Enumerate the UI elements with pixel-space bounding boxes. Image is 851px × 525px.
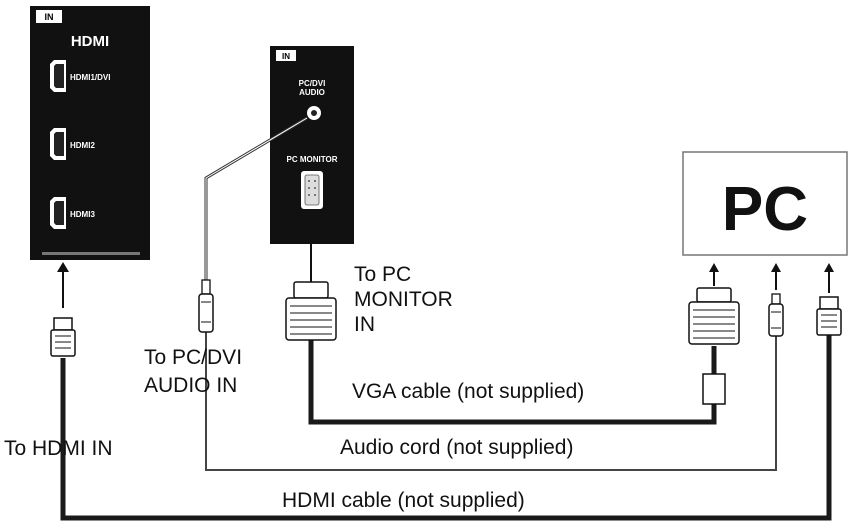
tv-pc-panel: IN PC/DVI AUDIO PC MONITOR — [270, 46, 354, 244]
vga-cable-label: VGA cable (not supplied) — [352, 380, 585, 403]
hdmi-plug-pc — [816, 296, 842, 336]
hdmi1-port-label: HDMI1/DVI — [70, 73, 110, 82]
to-pc-monitor-label-3: IN — [354, 313, 375, 336]
to-pc-monitor-label-2: MONITOR — [354, 288, 453, 311]
hdmi-cable — [60, 335, 832, 521]
hdmi3-port[interactable] — [50, 197, 66, 229]
audio-label: AUDIO — [299, 88, 325, 97]
hdmi3-port-label: HDMI3 — [70, 210, 95, 219]
to-pc-dvi-audio-label-2: AUDIO IN — [144, 374, 238, 397]
pc-monitor-label: PC MONITOR — [287, 155, 338, 164]
hdmi-panel-tag: IN — [45, 12, 54, 22]
hdmi-cable-label: HDMI cable (not supplied) — [282, 489, 525, 512]
hdmi-logo: HDMI — [71, 33, 109, 50]
to-pc-dvi-audio-label-1: To PC/DVI — [144, 346, 243, 369]
hdmi2-port[interactable] — [50, 128, 66, 160]
pc-box: PC — [682, 151, 848, 256]
audio-plug-pc — [768, 293, 784, 337]
audio-cord — [205, 330, 777, 471]
vga-cable — [308, 338, 717, 425]
hdmi-plug-tv — [50, 317, 76, 357]
audio-plug-tv — [198, 279, 214, 333]
to-pc-monitor-label-1: To PC — [354, 263, 412, 286]
ferrite-core — [702, 373, 726, 405]
audio-cord-label: Audio cord (not supplied) — [340, 436, 574, 459]
vga-port[interactable] — [301, 171, 323, 209]
pc-panel-tag: IN — [282, 52, 290, 61]
hdmi1-port[interactable] — [50, 60, 66, 92]
tv-hdmi-panel: IN HDMI HDMI1/DVI HDMI2 HDMI3 — [30, 6, 150, 260]
vga-plug-pc — [688, 287, 740, 405]
to-hdmi-in-label: To HDMI IN — [4, 437, 113, 460]
arrows — [57, 216, 834, 308]
pc-label: PC — [722, 175, 808, 244]
pc-dvi-label: PC/DVI — [299, 79, 326, 88]
vga-plug-tv — [285, 281, 337, 341]
hdmi2-port-label: HDMI2 — [70, 141, 95, 150]
